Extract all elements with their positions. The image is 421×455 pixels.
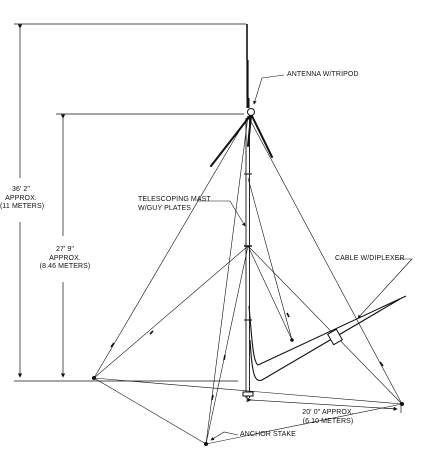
mast-height-line1: 27' 9" <box>55 246 75 253</box>
antenna-label: ANTENNA W/TRIPOD <box>287 71 359 78</box>
leader-lines <box>198 74 413 441</box>
mast-height-label: 27' 9" APPROX. (8.46 METERS) <box>36 246 94 272</box>
mast-height-dimension <box>56 113 244 378</box>
guy-lines-upper <box>93 115 403 445</box>
overall-height-line2: APPROX. <box>5 194 37 202</box>
mast-label-line1: TELESCOPING MAST <box>138 196 211 203</box>
anchor-stakes <box>92 338 404 446</box>
overall-height-line3: (11 METERS) <box>0 203 45 210</box>
overall-height-dimension <box>14 23 246 382</box>
mast-label-line2: W/GUY PLATES <box>138 205 192 212</box>
guy-radius-line2: (6.10 METERS) <box>302 417 354 425</box>
guy-tensioners <box>110 312 384 401</box>
mast-height-line2: APPROX. <box>49 254 81 262</box>
overall-height-line1: 36' 2" <box>11 186 31 193</box>
cable-with-diplexer <box>248 295 407 381</box>
antenna-whip <box>246 24 255 116</box>
cable-label: CABLE W/DIPLEXER <box>335 255 405 262</box>
ground-perimeter <box>93 377 403 445</box>
guy-lines-lower <box>93 177 403 445</box>
anchor-label: ANCHOR STAKE <box>240 431 296 438</box>
mast-height-line3: (8.46 METERS) <box>39 263 91 270</box>
guy-radius-label: 20' 0" APPROX. (6.10 METERS) <box>288 409 368 426</box>
guy-radius-line1: 20' 0" APPROX. <box>302 409 354 416</box>
tripod-legs <box>210 115 273 167</box>
overall-height-label: 36' 2" APPROX. (11 METERS) <box>0 186 45 212</box>
